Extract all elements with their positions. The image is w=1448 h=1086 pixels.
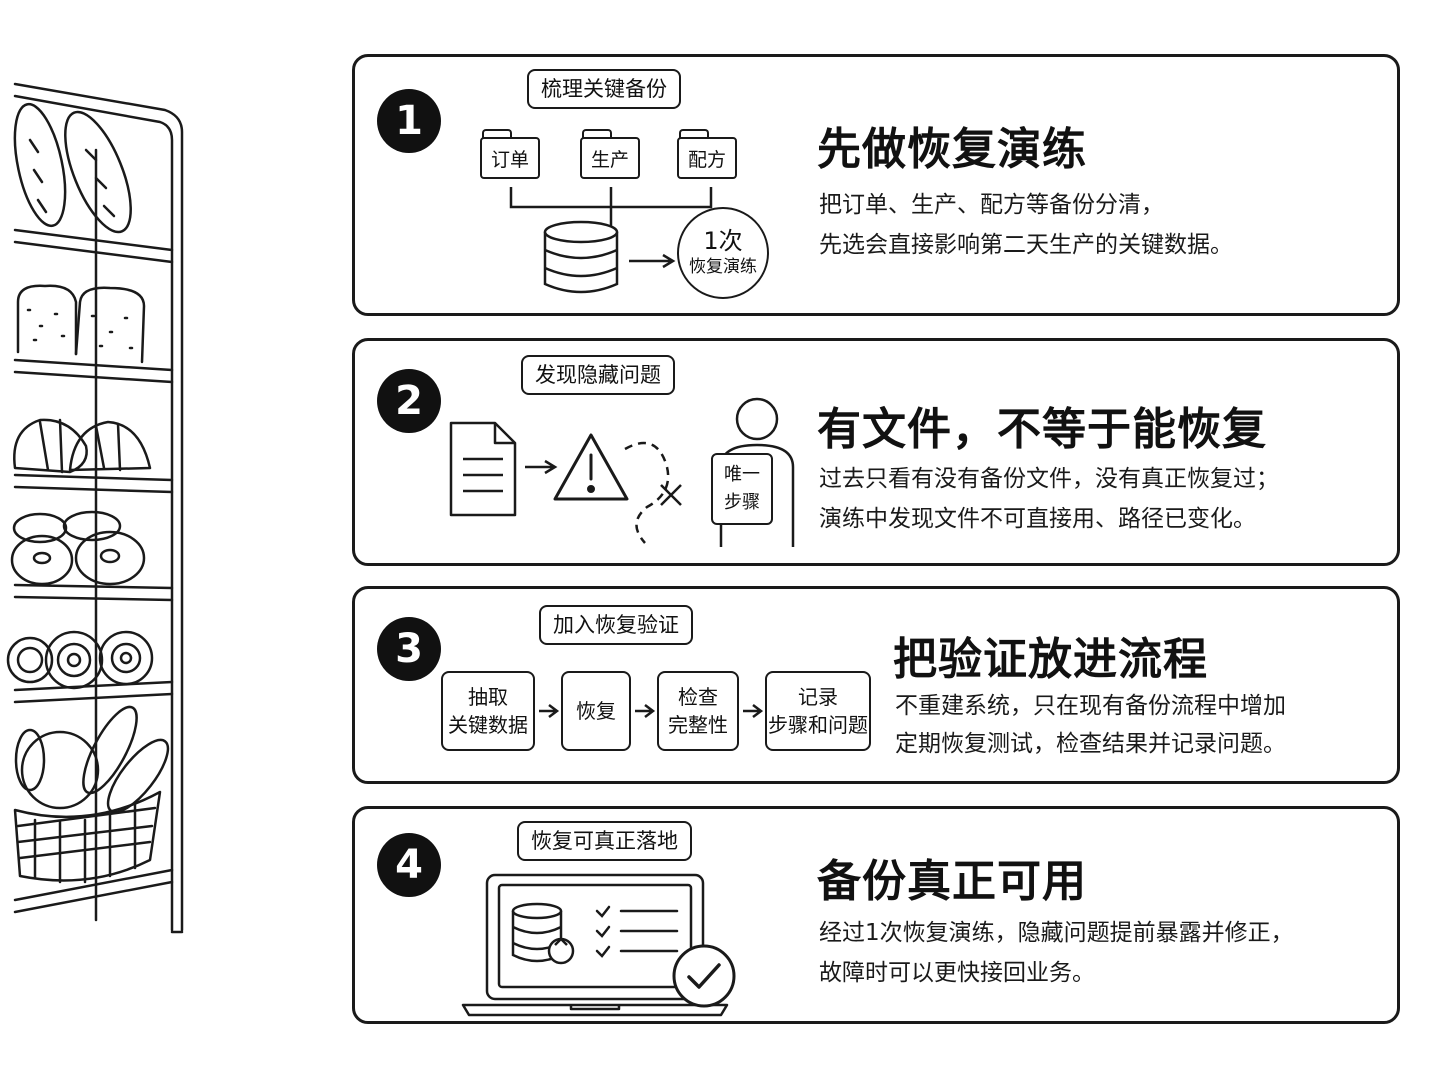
arrow-right-icon xyxy=(525,459,558,475)
card-description: 把订单、生产、配方等备份分清， 先选会直接影响第二天生产的关键数据。 xyxy=(819,185,1233,265)
card-verification-process: 3 加入恢复验证 抽取 关键数据 恢复 检查 完整性 记录 步骤和问题 把验证放… xyxy=(352,586,1400,784)
arrow-right-icon xyxy=(629,253,676,269)
description-line: 故障时可以更快接回业务。 xyxy=(819,960,1095,986)
card-description: 过去只看有没有备份文件，没有真正恢复过； 演练中发现文件不可直接用、路径已变化。 xyxy=(819,459,1279,539)
description-line: 定期恢复测试，检查结果并记录问题。 xyxy=(895,731,1286,757)
card-restore-drill: 1 梳理关键备份 订单 生产 配方 1次 恢复演练 先做恢复演练 把订单、生产、… xyxy=(352,54,1400,316)
step-number-badge: 4 xyxy=(377,833,441,897)
description-line: 经过1次恢复演练，隐藏问题提前暴露并修正， xyxy=(819,920,1294,946)
step-number-badge: 2 xyxy=(377,369,441,433)
card-title: 有文件，不等于能恢复 xyxy=(817,404,1267,455)
card-description: 经过1次恢复演练，隐藏问题提前暴露并修正， 故障时可以更快接回业务。 xyxy=(819,913,1294,993)
database-icon xyxy=(511,902,575,965)
step-label: 抽取 xyxy=(468,685,508,709)
cross-icon xyxy=(660,484,682,506)
folder-icon: 生产 xyxy=(580,129,642,181)
process-step: 恢复 xyxy=(561,671,631,751)
drill-label: 恢复演练 xyxy=(689,257,757,277)
dashed-path xyxy=(624,441,670,544)
folder-icon: 订单 xyxy=(480,129,542,181)
card-title: 先做恢复演练 xyxy=(817,124,1087,175)
arrow-right-icon xyxy=(635,704,656,718)
step-number-badge: 3 xyxy=(377,617,441,681)
step-label: 检查 xyxy=(678,685,718,709)
step-label: 记录 xyxy=(798,685,838,709)
step-label: 恢复 xyxy=(576,699,616,723)
warning-icon xyxy=(553,433,629,501)
database-icon xyxy=(543,220,619,294)
drill-count-circle: 1次 恢复演练 xyxy=(677,207,769,299)
description-line: 过去只看有没有备份文件，没有真正恢复过； xyxy=(819,466,1279,492)
section-tag: 恢复可真正落地 xyxy=(517,821,692,861)
process-step: 抽取 关键数据 xyxy=(441,671,535,751)
card-title: 备份真正可用 xyxy=(817,856,1087,907)
process-step: 记录 步骤和问题 xyxy=(765,671,871,751)
folder-label: 配方 xyxy=(677,137,737,179)
card-hidden-issues: 2 发现隐藏问题 唯一 步骤 有文件，不等于能恢复 过去只看有 xyxy=(352,338,1400,566)
arrow-right-icon xyxy=(743,704,764,718)
description-line: 演练中发现文件不可直接用、路径已变化。 xyxy=(819,506,1256,532)
connector-lines xyxy=(509,187,713,227)
check-circle-icon xyxy=(672,944,736,1008)
section-tag: 梳理关键备份 xyxy=(527,69,681,109)
section-tag: 加入恢复验证 xyxy=(539,605,693,645)
drill-count: 1次 xyxy=(703,227,743,255)
checklist-icon xyxy=(595,905,679,958)
card-backup-usable: 4 恢复可真正落地 备份真正可用 经过1次恢复演练，隐藏问题提前暴露并修正， xyxy=(352,806,1400,1024)
step-label: 完整性 xyxy=(668,713,728,737)
step-label: 步骤和问题 xyxy=(768,713,868,737)
card-description: 不重建系统，只在现有备份流程中增加 定期恢复测试，检查结果并记录问题。 xyxy=(895,687,1286,763)
section-tag: 发现隐藏问题 xyxy=(521,355,675,395)
sign-board: 唯一 步骤 xyxy=(711,453,773,525)
sign-text: 步骤 xyxy=(724,492,760,513)
document-icon xyxy=(449,421,517,517)
arrow-right-icon xyxy=(539,704,560,718)
step-label: 关键数据 xyxy=(448,713,528,737)
description-line: 不重建系统，只在现有备份流程中增加 xyxy=(895,693,1286,719)
bread-shelf-illustration xyxy=(6,82,184,934)
sign-text: 唯一 xyxy=(724,464,760,485)
step-number-badge: 1 xyxy=(377,89,441,153)
folder-icon: 配方 xyxy=(677,129,739,181)
description-line: 先选会直接影响第二天生产的关键数据。 xyxy=(819,232,1233,258)
folder-label: 订单 xyxy=(480,137,540,179)
folder-label: 生产 xyxy=(580,137,640,179)
card-title: 把验证放进流程 xyxy=(893,634,1208,685)
description-line: 把订单、生产、配方等备份分清， xyxy=(819,192,1164,218)
process-step: 检查 完整性 xyxy=(657,671,739,751)
